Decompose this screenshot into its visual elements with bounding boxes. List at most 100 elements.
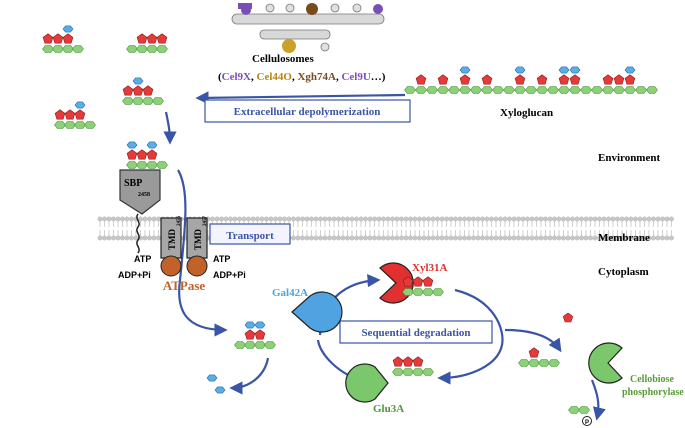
lipid-head	[430, 235, 436, 241]
xylose-unit	[74, 109, 86, 120]
lipid-head	[102, 216, 107, 222]
lipid-head	[106, 216, 112, 222]
glucose-unit	[536, 86, 548, 94]
xylose-unit	[437, 74, 449, 85]
lipid-head	[111, 216, 116, 222]
lipid-head	[642, 216, 647, 222]
sequential-box	[339, 320, 493, 344]
extracellular-label: Extracellular depolymerization	[234, 106, 381, 118]
lipid-head	[412, 235, 418, 241]
lipid-head	[367, 235, 373, 241]
galactose-unit	[624, 66, 636, 74]
lipid-head	[583, 235, 589, 241]
xylose-unit	[528, 347, 540, 358]
lipid-head	[309, 216, 314, 222]
glucose-unit	[142, 97, 154, 105]
tmd1-sub: 2456	[177, 216, 182, 227]
lipid-head	[489, 216, 494, 222]
lipid-head	[547, 216, 553, 222]
lipid-head	[471, 235, 476, 241]
xylose-unit	[412, 276, 424, 287]
lipid-head	[574, 235, 580, 241]
lipid-head	[394, 216, 400, 222]
galactose-unit	[74, 101, 86, 109]
glucose-unit	[415, 86, 427, 94]
lipid-head	[291, 216, 296, 222]
galactose-unit	[244, 321, 256, 329]
xylose-unit	[126, 149, 138, 160]
glucose-unit	[580, 86, 592, 94]
transport-label: Transport	[226, 230, 274, 242]
lipid-head	[115, 216, 121, 222]
lipid-head	[534, 216, 539, 222]
galactose-unit	[214, 386, 226, 394]
lipid-head	[493, 235, 499, 241]
lipid-head	[250, 216, 256, 222]
lipid-head	[588, 216, 593, 222]
glucose-unit	[547, 86, 559, 94]
texts: Cellulosomes (Cel9X, Cel44O, Xgh74A, Cel…	[118, 53, 684, 426]
glucose-unit	[136, 161, 148, 169]
xylose-unit	[122, 85, 134, 96]
cytoplasm-label: Cytoplasm	[598, 266, 649, 278]
lipid-head	[111, 235, 116, 241]
lipid-head	[619, 216, 625, 222]
lipid-head	[322, 216, 328, 222]
lipid-head	[561, 235, 566, 241]
xylose-unit	[613, 74, 625, 85]
lipid-head	[390, 216, 395, 222]
lipid-head	[534, 235, 539, 241]
lipid-head	[466, 216, 472, 222]
glucose-unit	[264, 341, 276, 349]
lipid-head	[408, 216, 413, 222]
sbp-label: SBP	[124, 178, 142, 189]
lipid-head	[282, 216, 287, 222]
lipid-head	[448, 235, 454, 241]
enzymes	[291, 262, 623, 426]
lipid-head	[376, 235, 382, 241]
lipid-head	[624, 216, 629, 222]
lipid-head	[277, 216, 283, 222]
gal42a-pacman	[291, 291, 343, 333]
lipid-head	[376, 216, 382, 222]
lipid-head	[484, 235, 490, 241]
lipid-head	[597, 216, 602, 222]
lipid-head	[525, 216, 530, 222]
lipid-head	[372, 235, 377, 241]
lipid-head	[664, 216, 670, 222]
glucose-unit	[503, 86, 515, 94]
lipid-head	[669, 235, 674, 241]
xylose-unit	[42, 33, 54, 44]
galactose-unit	[206, 374, 218, 382]
lipid-head	[421, 216, 427, 222]
lipid-head	[124, 235, 130, 241]
enzyme-cel44o: Cel44O	[257, 71, 293, 83]
glucose-unit	[538, 359, 550, 367]
lipid-head	[628, 216, 634, 222]
enzyme-cel9x: Cel9X	[222, 71, 251, 83]
glucose-unit	[528, 359, 540, 367]
lipid-head	[313, 235, 319, 241]
lipid-head	[538, 216, 544, 222]
lipid-head	[615, 216, 620, 222]
lipid-head	[228, 216, 233, 222]
lipid-head	[592, 216, 598, 222]
glucose-unit	[481, 86, 493, 94]
lipid-head	[502, 216, 508, 222]
lipid-head	[97, 235, 103, 241]
lipid-head	[129, 216, 134, 222]
xylose-unit	[142, 85, 154, 96]
glucose-unit	[426, 86, 438, 94]
lipid-head	[300, 216, 305, 222]
lipid-head	[651, 216, 656, 222]
lipid-head	[426, 235, 431, 241]
lipid-head	[385, 216, 391, 222]
lipid-head	[412, 216, 418, 222]
lipid-head	[264, 216, 269, 222]
lipid-head	[660, 216, 665, 222]
lipid-head	[399, 216, 404, 222]
glucose-unit	[568, 406, 580, 414]
xylose-unit	[459, 74, 471, 85]
adp-right-label: ADP+Pi	[213, 270, 246, 280]
arrow-through-membrane	[177, 169, 228, 337]
